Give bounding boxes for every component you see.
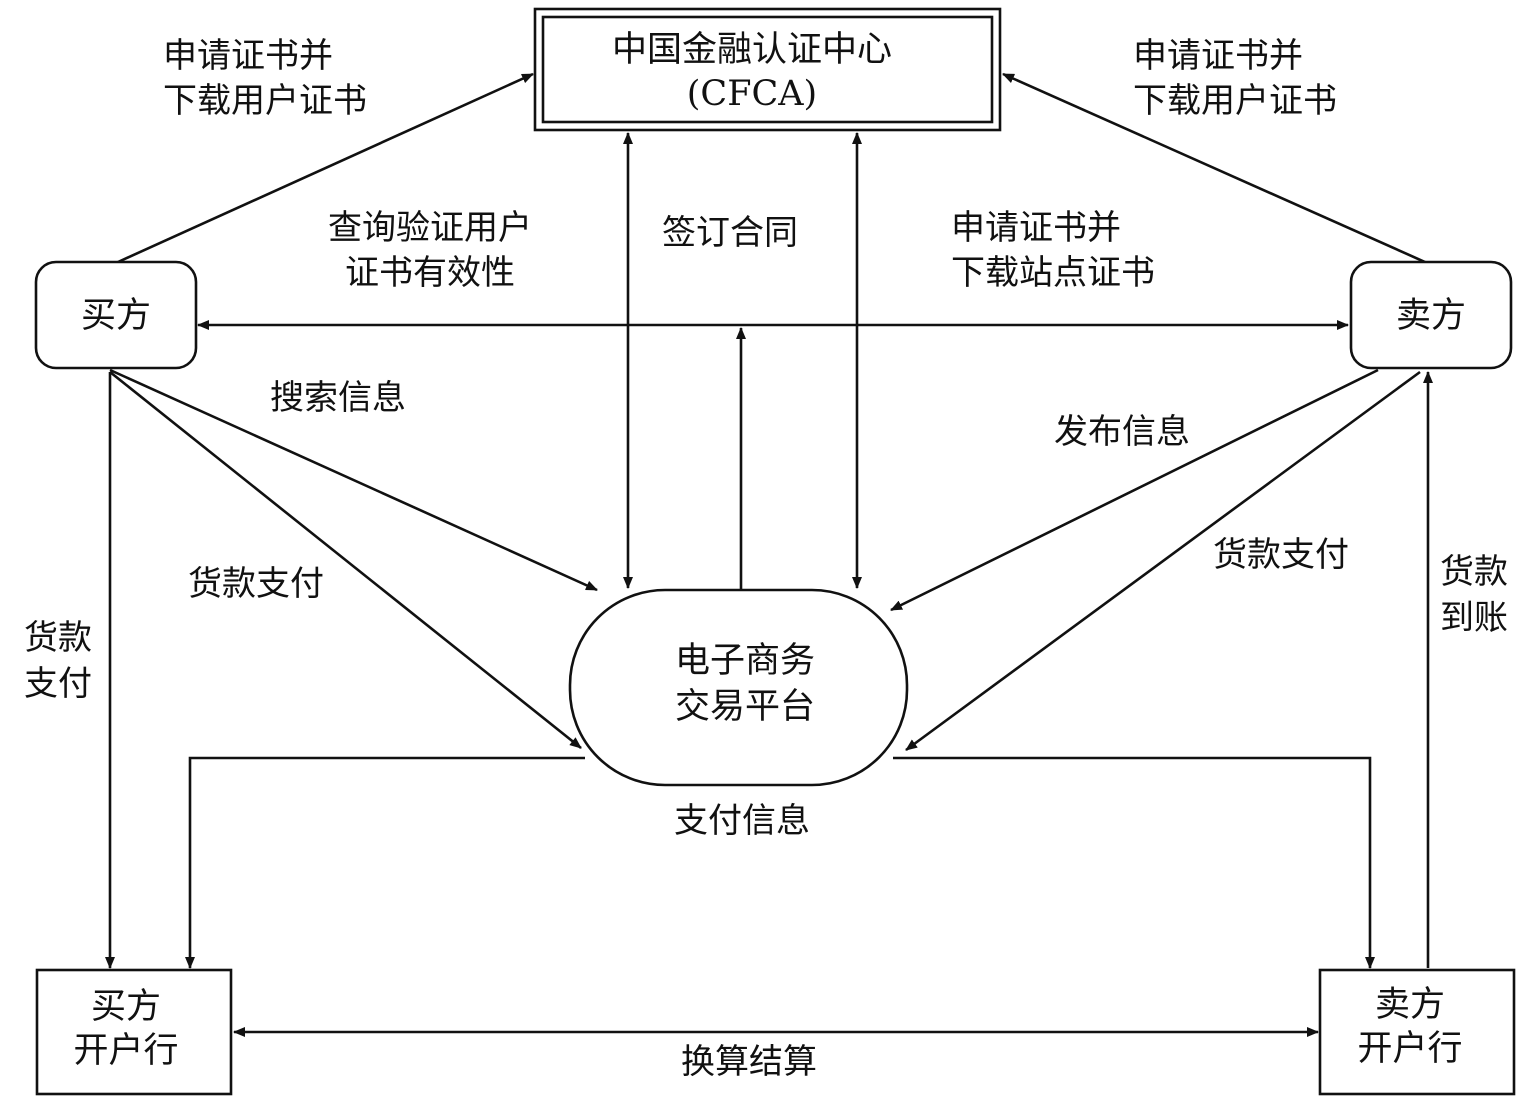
cfca-label-line1: 中国金融认证中心 <box>612 30 892 70</box>
label-settlement: 换算结算 <box>681 1042 817 1082</box>
label-payment-info: 支付信息 <box>674 801 810 841</box>
label-buyer-payment-bank-line2: 支付 <box>24 664 92 704</box>
node-platform: 电子商务 交易平台 <box>568 588 909 787</box>
label-buyer-payment-bank-line1: 货款 <box>24 618 92 658</box>
seller-label: 卖方 <box>1396 296 1466 336</box>
buyer-label: 买方 <box>81 296 151 336</box>
edge-labels: 申请证书并 下载用户证书 申请证书并 下载用户证书 查询验证用户 证书有效性 签… <box>24 36 1508 1082</box>
label-buyer-apply-cert-line2: 下载用户证书 <box>163 81 367 121</box>
label-platform-apply-cert-line1: 申请证书并 <box>951 208 1121 248</box>
label-payment-received-line2: 到账 <box>1440 598 1508 638</box>
platform-label-line2: 交易平台 <box>675 687 815 727</box>
label-sign-contract: 签订合同 <box>662 213 798 253</box>
label-query-verify-line2: 证书有效性 <box>345 253 515 293</box>
buyer-bank-label-line1: 买方 <box>91 987 161 1027</box>
label-buyer-apply-cert-line1: 申请证书并 <box>163 36 333 76</box>
label-payment-received-line1: 货款 <box>1440 552 1508 592</box>
edges <box>105 72 1433 1037</box>
label-query-verify-line1: 查询验证用户 <box>328 208 532 248</box>
edge-seller-to-cfca <box>1002 72 1426 264</box>
label-seller-payment-platform: 货款支付 <box>1213 535 1349 575</box>
buyer-bank-label-line2: 开户行 <box>73 1031 178 1071</box>
edge-seller-payment-platform <box>905 370 1421 752</box>
node-seller: 卖方 <box>1349 260 1513 370</box>
node-buyer: 买方 <box>34 260 198 370</box>
edge-buyer-search-platform <box>109 368 598 592</box>
edge-platform-to-seller-bank <box>893 756 1375 969</box>
label-seller-apply-cert-line1: 申请证书并 <box>1133 36 1303 76</box>
label-buyer-payment-platform: 货款支付 <box>188 564 324 604</box>
edge-buyer-to-cfca <box>117 72 534 264</box>
label-seller-apply-cert-line2: 下载用户证书 <box>1133 81 1337 121</box>
edge-platform-to-buyer-bank <box>185 756 585 969</box>
seller-bank-label-line2: 开户行 <box>1357 1029 1462 1069</box>
edge-seller-publish-platform <box>890 368 1379 612</box>
node-buyer-bank: 买方 开户行 <box>35 968 233 1096</box>
label-search-info: 搜索信息 <box>270 378 406 418</box>
seller-bank-label-line1: 卖方 <box>1375 985 1445 1025</box>
label-publish-info: 发布信息 <box>1054 412 1190 452</box>
label-platform-apply-cert-line2: 下载站点证书 <box>951 253 1155 293</box>
node-seller-bank: 卖方 开户行 <box>1318 968 1516 1096</box>
platform-label-line1: 电子商务 <box>675 641 815 681</box>
cfca-label-line2: (CFCA) <box>687 74 817 114</box>
edge-buyer-payment-platform <box>109 370 582 750</box>
node-cfca: 中国金融认证中心 (CFCA) <box>533 7 1002 132</box>
